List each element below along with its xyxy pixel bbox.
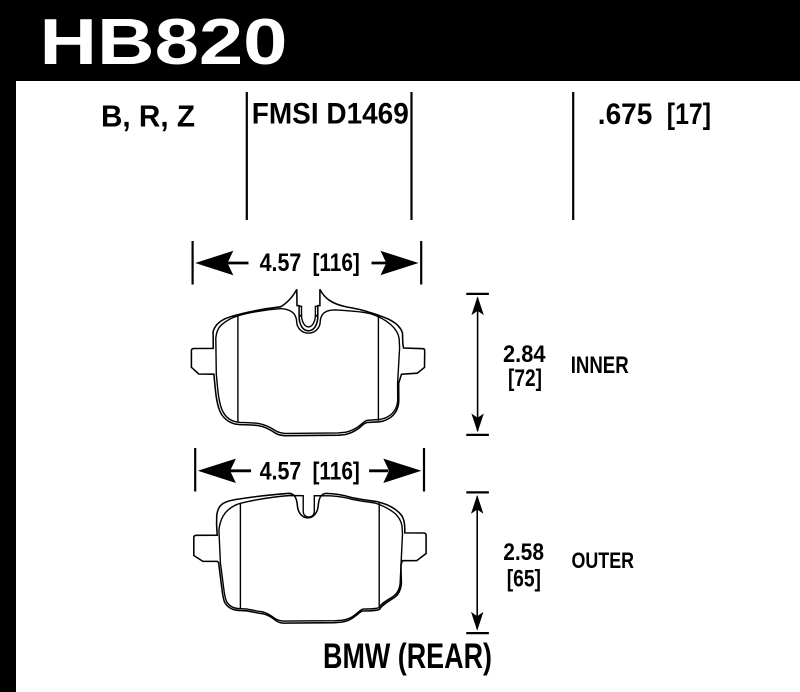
svg-text:FMSI D1469: FMSI D1469: [252, 98, 409, 131]
svg-text:.675: .675: [598, 98, 653, 131]
svg-text:HB820: HB820: [40, 6, 288, 78]
svg-text:B, R, Z: B, R, Z: [101, 99, 195, 134]
svg-text:[116]: [116]: [313, 457, 360, 485]
svg-text:BMW (REAR): BMW (REAR): [323, 637, 492, 676]
svg-text:4.57: 4.57: [260, 457, 302, 485]
svg-text:OUTER: OUTER: [572, 548, 635, 573]
svg-text:2.58: 2.58: [503, 539, 544, 566]
svg-text:[116]: [116]: [313, 249, 360, 277]
svg-text:4.57: 4.57: [260, 249, 302, 277]
svg-text:2.84: 2.84: [503, 341, 546, 368]
svg-text:[72]: [72]: [508, 365, 542, 392]
svg-text:[17]: [17]: [667, 98, 711, 131]
svg-text:[65]: [65]: [507, 566, 541, 593]
svg-text:INNER: INNER: [571, 352, 629, 379]
